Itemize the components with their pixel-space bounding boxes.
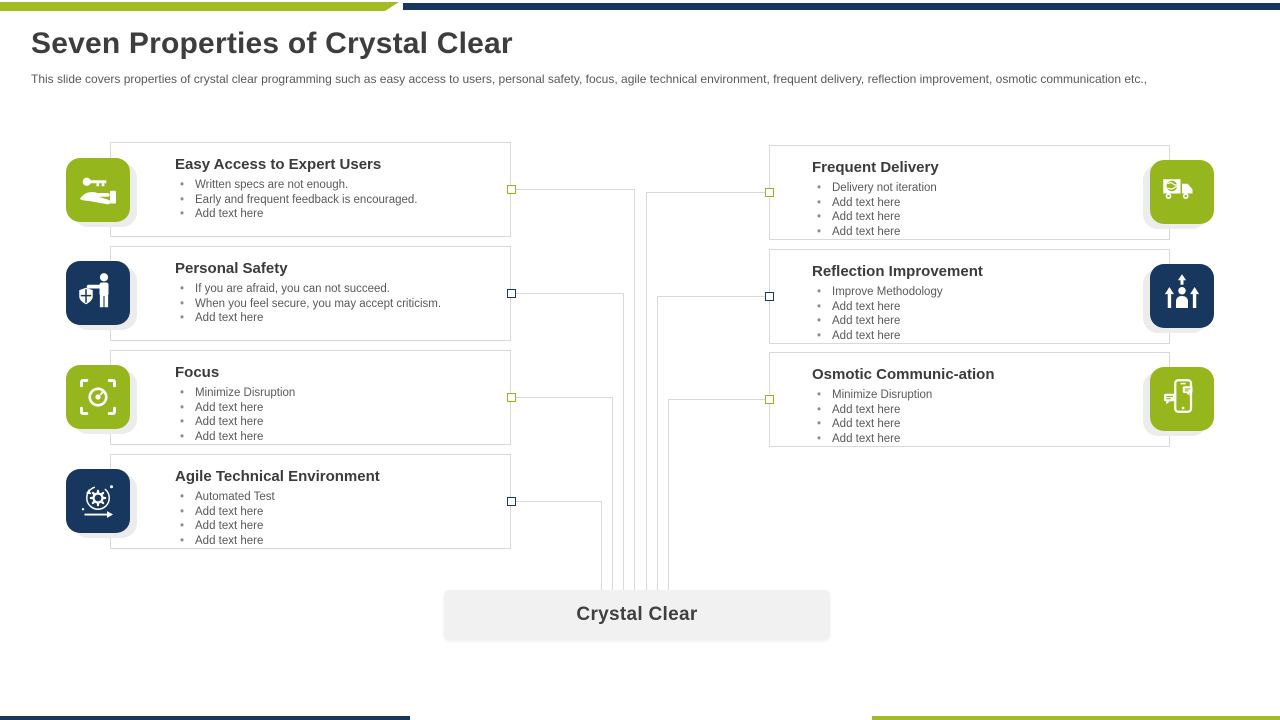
connector-node-frequent [765,188,774,197]
bullet-item: Add text here [812,403,1161,418]
connector-node-agile [507,497,516,506]
connector-line-focus-v [612,397,613,590]
top-navy-bar [403,3,1280,10]
person-growth-icon [1143,264,1214,333]
bullet-item: If you are afraid, you can not succeed. [175,282,502,297]
bullet-item: Automated Test [175,490,502,505]
connector-node-osmotic [765,395,774,404]
card-focus: Focus Minimize Disruption Add text here … [110,350,511,445]
card-agile-technical-environment: Agile Technical Environment Automated Te… [110,454,511,549]
crystal-clear-box: Crystal Clear [444,590,830,639]
bullet-item: Add text here [175,401,502,416]
bullet-item: Add text here [812,300,1161,315]
card-personal-safety: Personal Safety If you are afraid, you c… [110,246,511,341]
bullet-item: Improve Methodology [812,285,1161,300]
connector-line-agile-h [511,501,601,502]
connector-line-frequent-h [646,192,769,193]
bullet-item: When you feel secure, you may accept cri… [175,297,502,312]
bullet-item: Add text here [812,210,1161,225]
connector-line-easy-h [511,189,635,190]
connector-line-reflection-v [657,296,658,590]
bullet-item: Add text here [175,534,502,549]
bottom-green-bar [872,716,1280,720]
bullet-item: Add text here [812,314,1161,329]
connector-line-osmotic-h [668,399,769,400]
card-easy-access-to-expert-users: Easy Access to Expert Users Written spec… [110,142,511,237]
connector-line-frequent-v [646,192,647,590]
connector-node-safety [507,289,516,298]
card-bullet-list: Improve Methodology Add text here Add te… [812,285,1161,343]
card-osmotic-communication: Osmotic Communic-ation Minimize Disrupti… [769,352,1170,447]
bullet-item: Add text here [175,207,502,222]
card-bullet-list: Minimize Disruption Add text here Add te… [812,388,1161,446]
hand-key-icon [66,158,137,227]
bullet-item: Early and frequent feedback is encourage… [175,193,502,208]
phone-chat-icon [1143,367,1214,436]
bullet-item: Delivery not iteration [812,181,1161,196]
card-reflection-improvement: Reflection Improvement Improve Methodolo… [769,249,1170,344]
page-title: Seven Properties of Crystal Clear [31,27,513,60]
connector-line-osmotic-v [668,399,669,590]
card-bullet-list: Automated Test Add text here Add text he… [175,490,502,548]
card-title: Personal Safety [175,260,288,277]
viewfinder-icon [66,365,137,434]
card-title: Agile Technical Environment [175,468,380,485]
bullet-item: Add text here [175,505,502,520]
bullet-item: Add text here [812,196,1161,211]
card-bullet-list: Delivery not iteration Add text here Add… [812,181,1161,239]
connector-line-safety-v [623,293,624,590]
connector-line-focus-h [511,397,612,398]
bullet-item: Minimize Disruption [812,388,1161,403]
card-title: Easy Access to Expert Users [175,156,382,173]
card-frequent-delivery: Frequent Delivery Delivery not iteration… [769,145,1170,240]
person-shield-icon [66,261,137,330]
card-bullet-list: Minimize Disruption Add text here Add te… [175,386,502,444]
connector-node-easy [507,185,516,194]
delivery-truck-icon [1143,160,1214,229]
bullet-item: Add text here [175,430,502,445]
connector-line-reflection-h [657,296,769,297]
card-bullet-list: If you are afraid, you can not succeed. … [175,282,502,326]
connector-line-agile-v [601,501,602,590]
card-title: Osmotic Communic-ation [812,366,995,383]
connector-node-reflection [765,292,774,301]
bullet-item: Add text here [812,432,1161,447]
connector-line-safety-h [511,293,623,294]
card-title: Reflection Improvement [812,263,983,280]
bullet-item: Add text here [812,417,1161,432]
bullet-item: Add text here [812,225,1161,240]
bullet-item: Add text here [812,329,1161,344]
card-title: Frequent Delivery [812,159,939,176]
connector-node-focus [507,393,516,402]
bullet-item: Minimize Disruption [175,386,502,401]
top-green-bar [0,2,399,11]
bullet-item: Add text here [175,519,502,534]
card-bullet-list: Written specs are not enough. Early and … [175,178,502,222]
crystal-clear-label: Crystal Clear [576,603,698,625]
bullet-item: Add text here [175,311,502,326]
bullet-item: Written specs are not enough. [175,178,502,193]
card-title: Focus [175,364,220,381]
bullet-item: Add text here [175,415,502,430]
bottom-navy-bar [0,716,410,720]
connector-line-easy-v [634,189,635,590]
page-subtitle: This slide covers properties of crystal … [31,72,1148,86]
agile-sprint-icon [66,469,137,538]
